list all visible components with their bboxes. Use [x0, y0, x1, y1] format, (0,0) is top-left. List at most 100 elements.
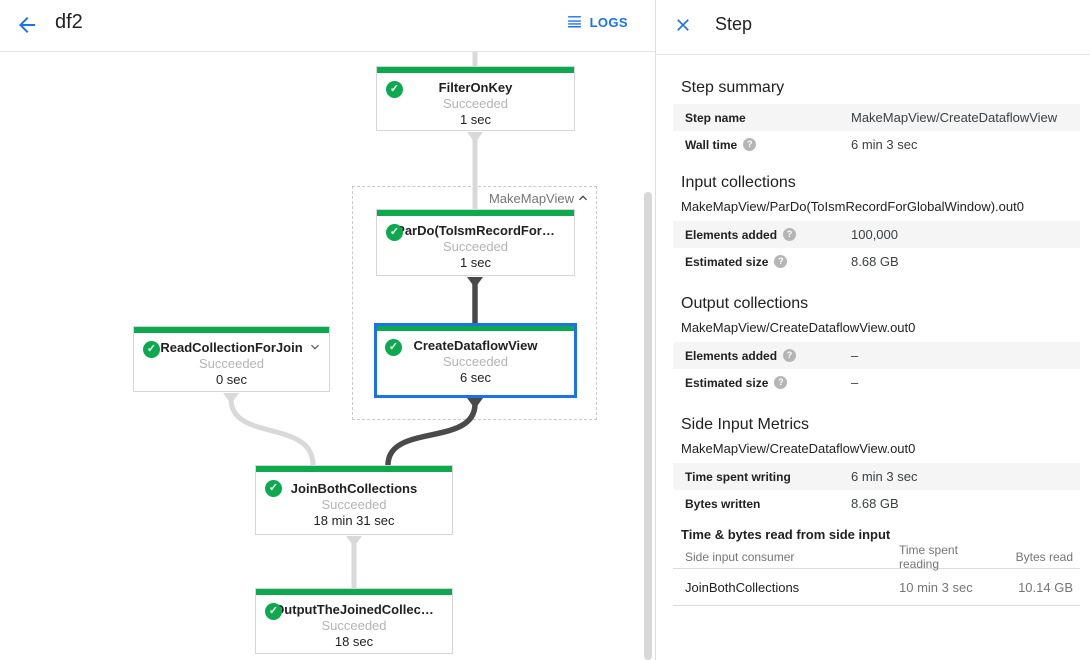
column-header: Bytes read — [1015, 550, 1073, 564]
step-node-filteronkey[interactable]: ✓ FilterOnKey Succeeded 1 sec — [376, 66, 575, 131]
step-name: ParDo(ToIsmRecordFor… — [396, 223, 555, 238]
side-input-consumer: JoinBothCollections — [685, 579, 800, 595]
kv-row: Time spent writing 6 min 3 sec — [673, 463, 1080, 490]
kv-label: Elements added — [685, 227, 778, 242]
pipeline-graph: MakeMapView ✓ FilterOnKey Succeeded 1 se… — [0, 51, 655, 660]
step-time: 1 sec — [459, 255, 492, 270]
step-name: OutputTheJoinedCollec… — [274, 602, 434, 617]
step-node-readcollectionforjoin[interactable]: ✓ ReadCollectionForJoin Succeeded 0 sec — [133, 326, 330, 392]
side-input-collection-name: MakeMapView/CreateDataflowView.out0 — [681, 441, 916, 456]
kv-row: Bytes written 8.68 GB — [673, 490, 1080, 517]
success-check-icon: ✓ — [385, 339, 402, 356]
kv-label: Wall time — [685, 137, 738, 152]
input-collection-rows: Elements added ? 100,000 Estimated size … — [673, 221, 1080, 275]
status-bar — [256, 589, 452, 595]
kv-value: 8.68 GB — [851, 496, 899, 511]
step-status: Succeeded — [321, 618, 387, 633]
step-node-createdataflowview[interactable]: ✓ CreateDataflowView Succeeded 6 sec — [374, 323, 577, 398]
kv-label: Elements added — [685, 348, 778, 363]
job-title: df2 — [55, 11, 83, 33]
step-status: Succeeded — [442, 354, 509, 369]
vertical-scrollbar[interactable] — [644, 192, 652, 660]
kv-label: Estimated size — [685, 375, 769, 390]
help-icon[interactable]: ? — [783, 228, 797, 241]
step-status: Succeeded — [198, 356, 265, 371]
step-status: Succeeded — [442, 96, 509, 111]
logs-button[interactable]: LOGS — [566, 14, 628, 31]
step-node-joinbothcollections[interactable]: ✓ JoinBothCollections Succeeded 18 min 3… — [255, 465, 453, 535]
success-check-icon: ✓ — [265, 480, 282, 497]
step-time: 1 sec — [459, 112, 492, 127]
panel-header: Step — [656, 0, 1090, 55]
kv-label: Step name — [685, 110, 746, 125]
status-bar — [377, 210, 574, 216]
kv-value: 8.68 GB — [851, 254, 899, 269]
expand-chevron-down-icon[interactable] — [307, 339, 323, 360]
group-label: MakeMapView — [488, 190, 574, 206]
kv-value: 100,000 — [851, 227, 898, 242]
bytes-read: 10.14 GB — [1018, 579, 1073, 595]
status-bar — [256, 466, 452, 472]
kv-row: Elements added ? 100,000 — [673, 221, 1080, 248]
step-time: 18 min 31 sec — [313, 513, 395, 528]
output-collection-name: MakeMapView/CreateDataflowView.out0 — [681, 320, 916, 335]
step-details-panel: Step Step summary Step name MakeMapView/… — [655, 0, 1090, 660]
success-check-icon: ✓ — [386, 81, 403, 98]
column-header: Side input consumer — [685, 550, 795, 564]
kv-value: 6 min 3 sec — [851, 137, 918, 152]
success-check-icon: ✓ — [386, 224, 403, 241]
kv-row: Step name MakeMapView/CreateDataflowView — [673, 104, 1080, 131]
step-name: JoinBothCollections — [290, 481, 418, 496]
kv-value: – — [851, 375, 859, 390]
side-input-table: Side input consumer Time spent reading B… — [673, 543, 1080, 606]
graph-edges — [223, 51, 483, 588]
kv-value: MakeMapView/CreateDataflowView — [851, 110, 1058, 125]
step-summary-rows: Step name MakeMapView/CreateDataflowView… — [673, 104, 1080, 158]
kv-row: Estimated size ? 8.68 GB — [673, 248, 1080, 275]
section-heading-step-summary: Step summary — [681, 79, 785, 96]
help-icon[interactable]: ? — [783, 349, 797, 362]
job-header: df2 LOGS — [0, 0, 655, 52]
time-spent-reading: 10 min 3 sec — [899, 579, 973, 595]
step-name: ReadCollectionForJoin — [160, 340, 303, 355]
side-input-table-heading: Time & bytes read from side input — [681, 527, 891, 542]
table-row: JoinBothCollections 10 min 3 sec 10.14 G… — [673, 569, 1080, 606]
side-input-metric-rows: Time spent writing 6 min 3 sec Bytes wri… — [673, 463, 1080, 517]
kv-label: Time spent writing — [685, 469, 791, 484]
step-time: 0 sec — [215, 372, 248, 387]
success-check-icon: ✓ — [143, 341, 160, 358]
step-name: CreateDataflowView — [413, 338, 538, 353]
column-header: Time spent reading — [899, 543, 958, 571]
close-icon[interactable] — [673, 15, 693, 35]
output-collection-rows: Elements added ? – Estimated size ? – — [673, 342, 1080, 396]
kv-value: – — [851, 348, 859, 363]
step-status: Succeeded — [321, 497, 387, 512]
help-icon[interactable]: ? — [774, 255, 788, 268]
section-heading-input-collections: Input collections — [681, 174, 796, 191]
help-icon[interactable]: ? — [774, 376, 788, 389]
success-check-icon: ✓ — [265, 603, 282, 620]
panel-content: Step summary Step name MakeMapView/Creat… — [656, 55, 1090, 660]
status-bar — [377, 67, 574, 73]
section-heading-side-input-metrics: Side Input Metrics — [681, 416, 810, 433]
kv-label: Estimated size — [685, 254, 769, 269]
kv-label: Bytes written — [685, 496, 761, 511]
kv-row: Wall time ? 6 min 3 sec — [673, 131, 1080, 158]
makemapview-group-toggle[interactable]: MakeMapView — [489, 190, 591, 206]
table-header-row: Side input consumer Time spent reading B… — [673, 543, 1080, 571]
help-icon[interactable]: ? — [743, 138, 757, 151]
section-heading-output-collections: Output collections — [681, 295, 809, 312]
status-bar — [377, 326, 574, 331]
panel-title: Step — [715, 14, 753, 34]
step-status: Succeeded — [442, 239, 509, 254]
step-name: FilterOnKey — [438, 80, 513, 95]
back-arrow-icon[interactable] — [15, 13, 39, 37]
collapse-chevron-up-icon — [575, 190, 591, 206]
input-collection-name: MakeMapView/ParDo(ToIsmRecordForGlobalWi… — [681, 199, 1024, 214]
logs-label: LOGS — [589, 15, 628, 30]
step-time: 18 sec — [334, 634, 374, 649]
step-node-outputthejoinedcollection[interactable]: ✓ OutputTheJoinedCollec… Succeeded 18 se… — [255, 588, 453, 654]
step-node-pardo-toismrecord[interactable]: ✓ ParDo(ToIsmRecordFor… Succeeded 1 sec — [376, 209, 575, 276]
status-bar — [134, 327, 329, 333]
logs-list-icon — [566, 14, 583, 31]
